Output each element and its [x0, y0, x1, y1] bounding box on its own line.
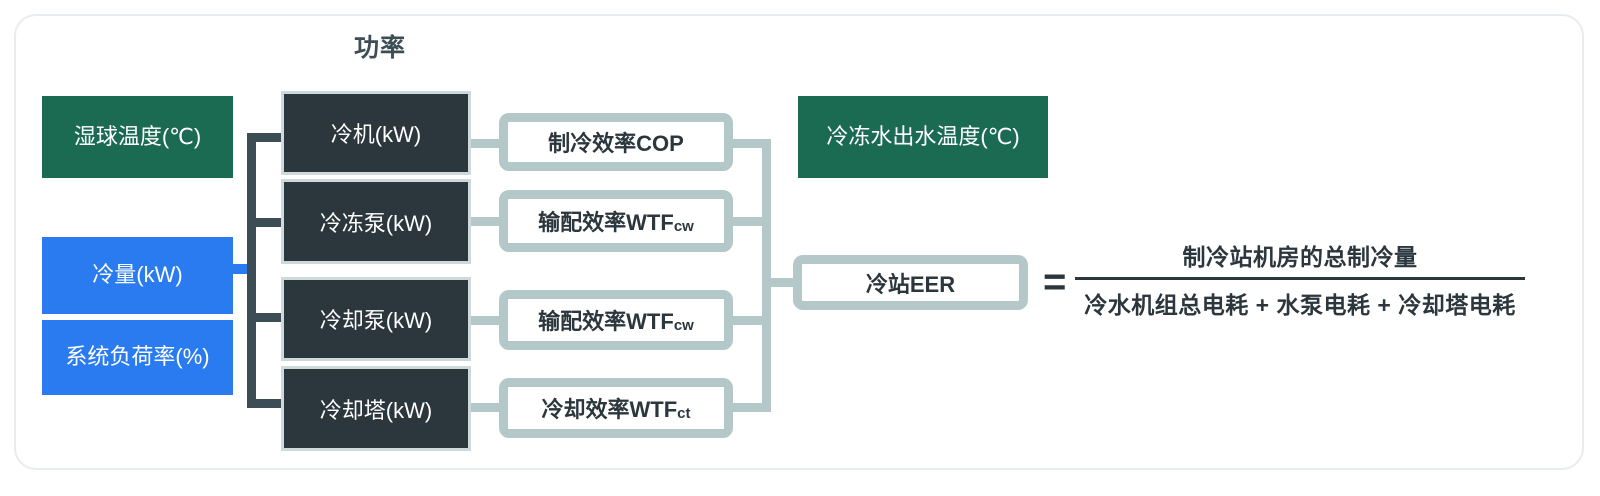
input-box-label: 系统负荷率(%) [65, 344, 210, 370]
eer-formula: 制冷站机房的总制冷量 冷水机组总电耗 + 水泵电耗 + 冷却塔电耗 [1075, 238, 1525, 320]
connector-wtfcw1-to-bracket [733, 217, 769, 226]
connector-inputs-to-power [233, 264, 255, 274]
efficiency-box-label: 输配效率WTF [538, 309, 674, 334]
connector-pump-to-wtfcw-2 [471, 316, 504, 325]
power-box-label: 冷却塔(kW) [319, 397, 433, 423]
formula-denominator: 冷水机组总电耗 + 水泵电耗 + 冷却塔电耗 [1084, 292, 1516, 318]
power-box-label: 冷机(kW) [330, 122, 422, 147]
efficiency-box-subscript: cw [673, 217, 694, 235]
power-box-chilled-water-pump[interactable]: 冷冻泵(kW) [281, 179, 471, 264]
input-box-label: 湿球温度(℃) [73, 123, 202, 149]
connector-power-arm-4 [247, 399, 285, 408]
connector-pump-to-wtfcw-1 [471, 217, 504, 226]
efficiency-box-label: 冷却效率WTF [541, 397, 678, 422]
connector-chiller-to-cop [471, 139, 504, 148]
connector-power-arm-3 [247, 313, 285, 322]
power-box-cooling-water-pump[interactable]: 冷却泵(kW) [281, 277, 471, 361]
connector-power-arm-1 [247, 133, 285, 142]
power-box-label: 冷冻泵(kW) [319, 210, 433, 236]
efficiency-box-label: 制冷效率COP [548, 131, 684, 156]
connector-power-trunk [247, 133, 256, 408]
connector-wtfcw2-to-bracket [733, 316, 769, 325]
diagram-frame [14, 14, 1584, 470]
connector-eer-trunk [762, 139, 771, 412]
efficiency-box-subscript: ct [677, 404, 691, 422]
result-box-station-eer[interactable]: 冷站EER [793, 255, 1028, 310]
efficiency-box-subscript: cw [673, 316, 694, 334]
input-box-system-load-rate[interactable]: 系统负荷率(%) [42, 320, 233, 395]
input-box-label: 冷量(kW) [92, 262, 183, 288]
efficiency-box-cop[interactable]: 制冷效率COP [499, 113, 733, 171]
input-box-label: 冷冻水出水温度(℃) [826, 123, 1020, 149]
connector-wtfct-to-bracket [733, 403, 769, 412]
formula-fraction-bar [1075, 277, 1525, 280]
connector-cop-to-bracket [733, 139, 769, 148]
efficiency-box-label: 输配效率WTF [538, 210, 674, 235]
input-box-wet-bulb-temperature[interactable]: 湿球温度(℃) [42, 96, 233, 178]
connector-tower-to-wtfct [471, 403, 504, 412]
connector-bracket-to-eer [762, 278, 796, 287]
power-box-cooling-tower[interactable]: 冷却塔(kW) [281, 366, 471, 451]
power-box-label: 冷却泵(kW) [319, 308, 433, 333]
input-box-cooling-capacity[interactable]: 冷量(kW) [42, 237, 233, 314]
equals-sign: = [1043, 260, 1067, 304]
connector-power-arm-2 [247, 218, 285, 227]
power-box-chiller[interactable]: 冷机(kW) [281, 91, 471, 175]
result-box-label: 冷站EER [865, 271, 956, 297]
page-title: 功率 [353, 34, 406, 62]
formula-numerator: 制冷站机房的总制冷量 [1182, 244, 1418, 270]
input-box-chilled-water-outlet-temperature[interactable]: 冷冻水出水温度(℃) [798, 96, 1048, 178]
